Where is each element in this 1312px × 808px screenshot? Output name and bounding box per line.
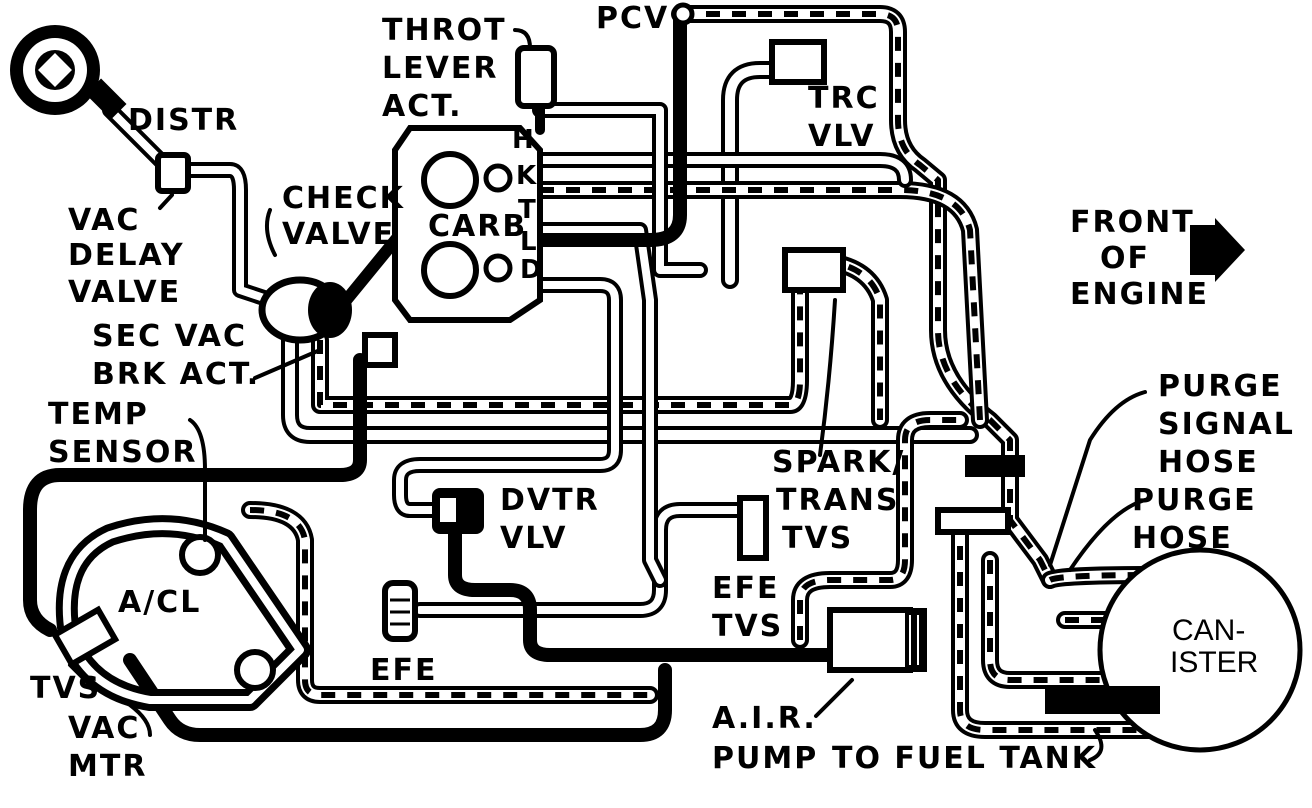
trc-hose [721,61,799,289]
label-distr: DISTR [128,103,239,138]
label-to-fuel-tank: TO FUEL TANK [832,741,1097,776]
pcv-valve-icon [671,2,695,26]
spark-trans-tvs-icon [782,247,846,293]
label-check-valve: CHECK VALVE [282,181,417,252]
dvtr-valve-icon [432,488,484,534]
label-throt-lever-act: THROT LEVER ACT. [382,13,519,124]
label-front-of-engine: FRONT OF ENGINE [1070,205,1209,312]
leader-lines [68,28,1147,762]
label-spark-trans-tvs: SPARK/ TRANS TVS [772,445,918,556]
plain-hoses [102,102,913,618]
label-air-pump: A.I.R. PUMP [712,701,829,776]
components [10,2,1303,753]
distributor-icon [10,25,127,120]
label-trc-vlv: TRC VLV [808,81,892,154]
air-pump-icon [827,607,927,673]
label-vac-mtr: VAC MTR [68,711,153,784]
throt-lever-act-icon [515,45,557,109]
label-temp-sensor: TEMP SENSOR [48,397,197,470]
air-pump-line [448,523,837,662]
main-vacuum-line [23,353,367,637]
label-vac-delay-valve: VAC DELAY VALVE [68,203,197,310]
label-dvtr-vlv: DVTR VLV [500,483,612,556]
label-efe: EFE [370,653,437,688]
vac-mtr-line [123,653,672,742]
trc-valve-icon [769,39,827,85]
efe-tvs-icon [737,495,769,561]
label-canister: CAN- ISTER [1170,614,1258,679]
check-valve-icon [258,276,352,344]
pcv-solid-line [533,13,687,247]
sec-vac-brk-act-icon [362,332,398,368]
arrow-right-icon [1190,218,1245,282]
fuel-tank-connector-icon [1045,686,1160,714]
label-tvs: TVS [30,671,101,706]
carburetor-icon [392,125,543,323]
labels: DISTR VAC DELAY VALVE THROT LEVER ACT. P… [30,1,1307,784]
label-pcv: PCV [596,1,669,36]
label-purge-signal-hose: PURGE SIGNAL HOSE [1158,369,1307,480]
vac-delay-valve-icon [155,152,191,194]
purge-tee-icon [965,455,1025,477]
label-purge-hose: PURGE HOSE [1132,483,1269,556]
vent-bracket-icon [935,507,1011,535]
label-a-cl: A/CL [118,585,201,620]
label-carb-ports: H K T L D [512,125,548,285]
label-carb: CARB [428,209,527,244]
air-cleaner-icon [50,515,311,711]
label-sec-vac-brk-act: SEC VAC BRK ACT. [92,319,260,392]
efe-valve-icon [382,580,418,642]
label-efe-tvs: EFE TVS [712,571,792,644]
